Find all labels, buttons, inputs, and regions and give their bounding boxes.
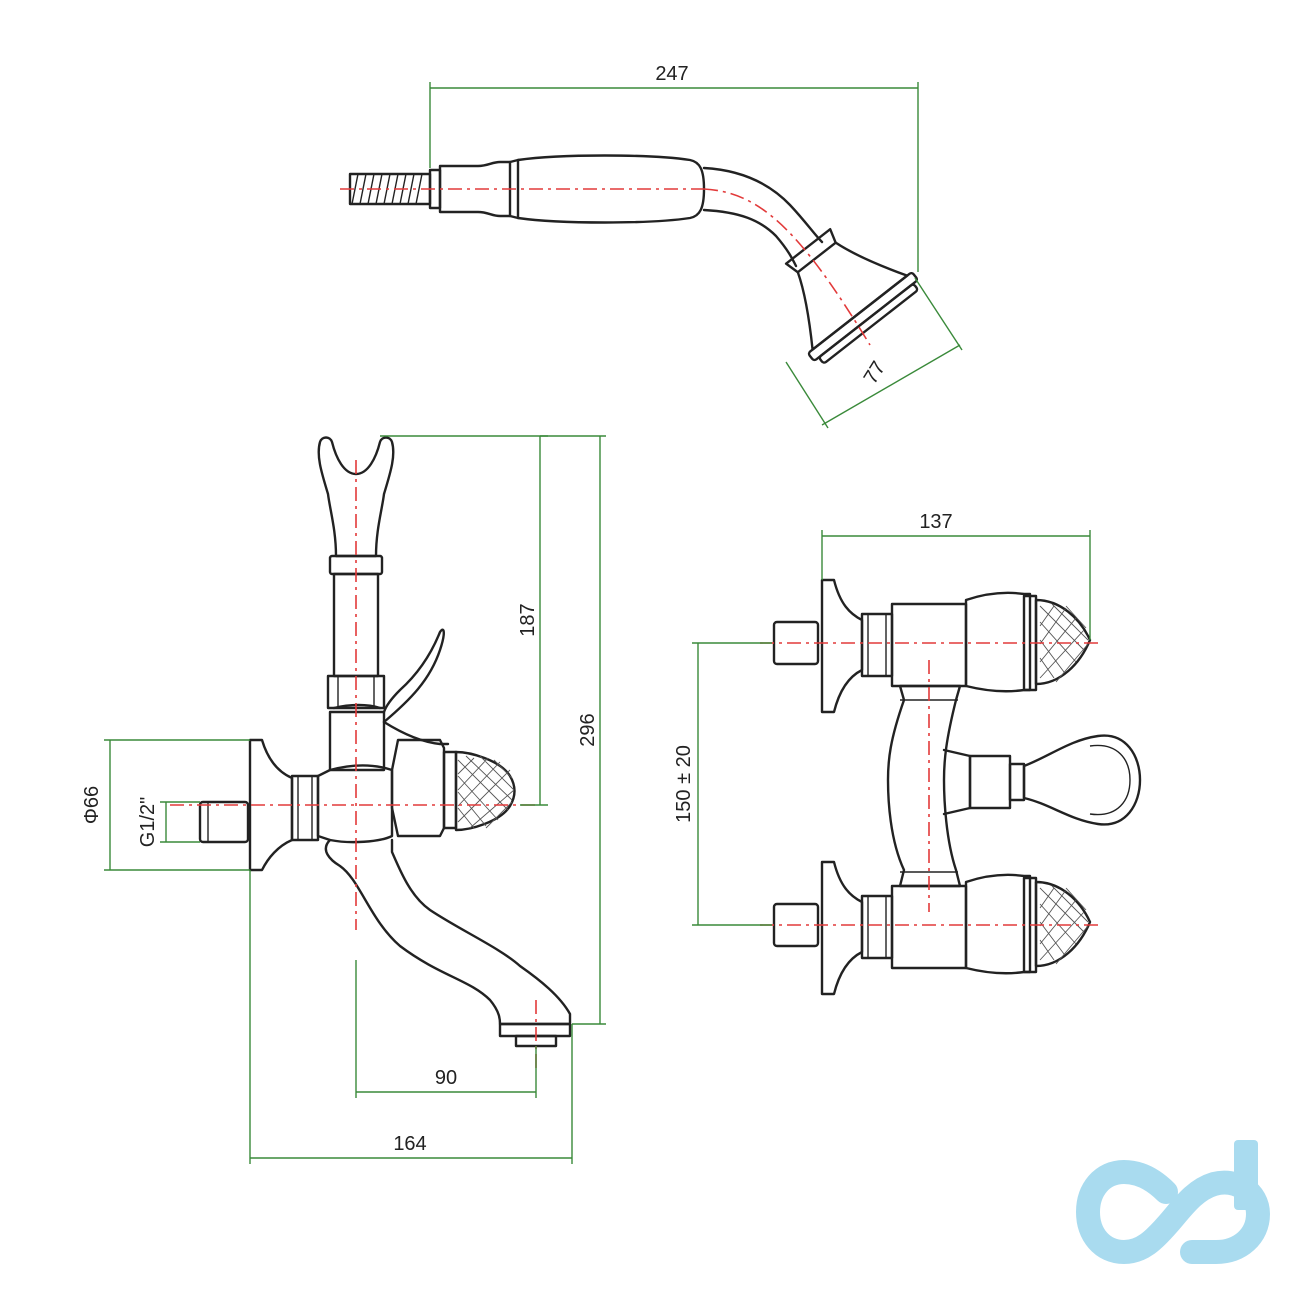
dim-187-label: 187 (517, 603, 539, 636)
shower-head (784, 227, 919, 364)
mixer-handle (390, 738, 446, 838)
dim-137-label: 137 (919, 511, 952, 533)
diverter-front (942, 748, 972, 816)
dim-thread-label: G1/2" (137, 797, 159, 847)
mixer-front-view: 137 150 ± 20 (673, 511, 1142, 996)
dim-90-label: 90 (435, 1067, 457, 1089)
mixer-body (316, 764, 394, 844)
hand-shower-view: 247 77 (340, 63, 963, 429)
inlet-pipe (198, 800, 250, 844)
infinity-cd-logo-icon (1075, 1140, 1271, 1265)
dim-flange-diameter-label: Φ66 (81, 786, 103, 824)
spout (324, 838, 572, 1026)
dim-77-label: 77 (860, 358, 890, 389)
dim-inlet-spacing-label: 150 ± 20 (673, 745, 695, 823)
dim-247-label: 247 (655, 63, 688, 85)
diverter-lever (382, 628, 445, 724)
shower-neck (702, 166, 824, 268)
front-connecting-body (886, 684, 962, 888)
upper-inlet (772, 578, 1092, 714)
mixer-side-view: 187 296 Φ66 G1/2" 90 164 (81, 435, 606, 1164)
dim-164-label: 164 (393, 1133, 426, 1155)
dim-296-label: 296 (577, 713, 599, 746)
lower-inlet (772, 860, 1092, 996)
